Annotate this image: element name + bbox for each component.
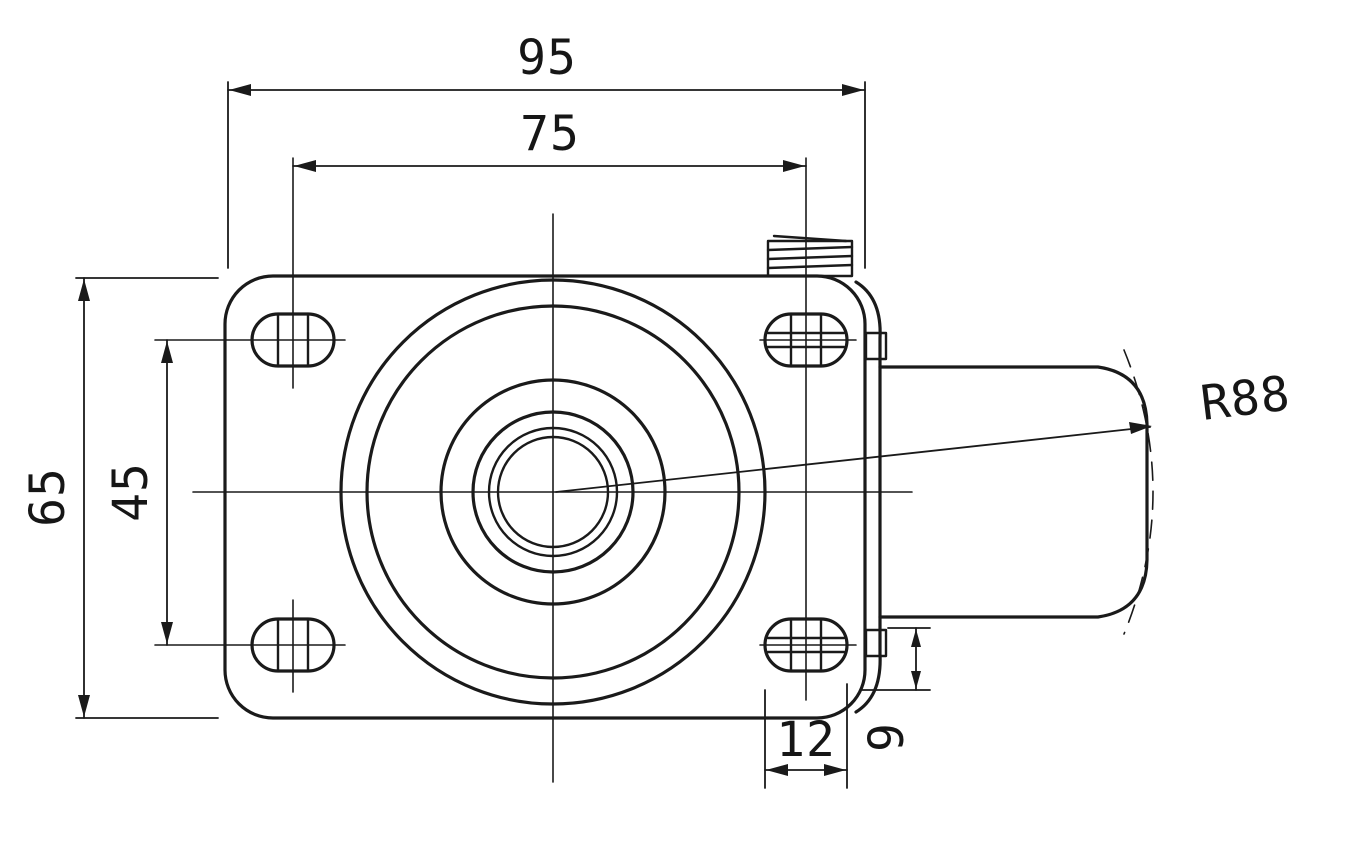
bolt-hole-bottom-right: [763, 617, 849, 673]
wheel-crown-radius-arc: [1123, 349, 1154, 635]
wheel-radius-dimension-label: R88: [1198, 365, 1294, 432]
dimension-wheel-radius: R88: [555, 365, 1294, 493]
arrowhead-95-right: [842, 84, 864, 96]
swivel-outer-circle: [339, 278, 767, 706]
grease-fitting-cap-line: [772, 234, 848, 243]
grease-fitting-thread-3: [766, 263, 854, 270]
bolt-hole-bottom-left: [250, 617, 336, 673]
swivel-bearing-circles: [339, 278, 767, 706]
arrowhead-r88: [1129, 422, 1152, 434]
kingpin-bore-outer-circle: [487, 426, 619, 558]
kingpin-bore-inner-circle: [496, 435, 610, 549]
arrowhead-9-bottom: [911, 671, 921, 689]
arrowhead-12-left: [766, 764, 788, 776]
arrowhead-9-top: [911, 629, 921, 647]
dimension-slot-length: 12: [764, 683, 848, 789]
bolt-hole-top-right: [763, 312, 849, 368]
retaining-clip-top: [864, 331, 888, 361]
grease-fitting: [766, 234, 854, 278]
fork-housing-silhouette: [854, 280, 882, 714]
dimension-hole-spacing-horizontal: 75: [292, 106, 807, 172]
wheel-outline: [878, 365, 1149, 619]
arrowhead-75-left: [294, 160, 316, 172]
dimension-offset: 9: [859, 627, 931, 752]
arrowhead-45-top: [161, 341, 173, 363]
arrowhead-45-bottom: [161, 622, 173, 644]
overall-height-dimension-label: 65: [20, 467, 76, 527]
swivel-second-circle: [365, 304, 741, 680]
arrowhead-65-bottom: [78, 695, 90, 717]
arrowhead-12-right: [824, 764, 846, 776]
retaining-clip-bottom: [864, 628, 888, 658]
hole-spacing-horizontal-dimension-label: 75: [520, 106, 580, 162]
dimension-hole-spacing-vertical: 45: [103, 339, 173, 646]
bolt-hole-top-left: [250, 312, 336, 368]
offset-dimension-label: 9: [859, 722, 915, 752]
grease-fitting-thread-2: [766, 254, 854, 261]
leader-line-r88: [555, 426, 1151, 493]
mounting-plate-outline: [223, 274, 867, 720]
arrowhead-75-right: [783, 160, 805, 172]
dimension-overall-width: 95: [227, 30, 866, 269]
kingpin-boss-circle: [471, 410, 635, 574]
arrowhead-65-top: [78, 279, 90, 301]
slot-length-dimension-label: 12: [776, 712, 836, 768]
overall-width-dimension-label: 95: [517, 30, 577, 86]
fork-housing: [854, 280, 888, 714]
swivel-raceway-circle: [439, 378, 667, 606]
centerlines: [154, 157, 913, 783]
arrowhead-95-left: [229, 84, 251, 96]
hole-spacing-vertical-dimension-label: 45: [103, 462, 159, 522]
wheel: [878, 349, 1154, 635]
dimension-overall-height: 65: [20, 277, 219, 719]
grease-fitting-thread-1: [766, 245, 854, 252]
